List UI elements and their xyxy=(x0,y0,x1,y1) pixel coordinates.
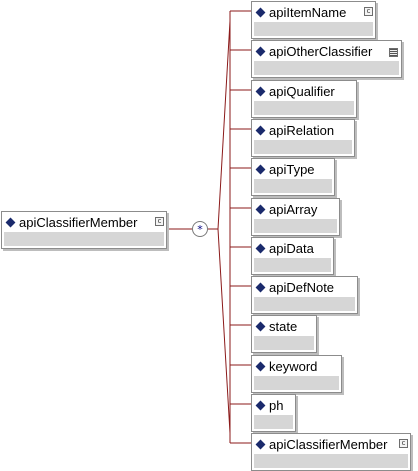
compositor-symbol: * xyxy=(197,222,203,236)
element-diamond-icon xyxy=(255,243,266,253)
child-element-label: apiDefNote xyxy=(269,279,335,295)
child-element-label: apiOtherClassifier xyxy=(269,43,373,59)
child-element-label: ph xyxy=(269,397,284,413)
child-element-box[interactable]: apiDefNote xyxy=(251,276,358,314)
child-element-label: apiArray xyxy=(269,201,318,217)
element-diamond-icon xyxy=(255,86,266,96)
schema-diagram: apiClassifierMember c * apiItemName c apiO… xyxy=(1,1,411,471)
list-type-icon xyxy=(389,48,398,57)
element-diamond-icon xyxy=(255,164,266,174)
element-diamond-icon xyxy=(255,204,266,214)
child-element-label: apiType xyxy=(269,161,315,177)
child-element-label: apiItemName xyxy=(269,4,347,20)
child-element-box[interactable]: apiData xyxy=(251,237,334,275)
child-element-box[interactable]: ph xyxy=(251,394,296,432)
root-element-box[interactable]: apiClassifierMember c xyxy=(1,211,167,249)
child-element-box[interactable]: apiQualifier xyxy=(251,80,357,118)
child-element-box[interactable]: apiItemName c xyxy=(251,1,376,39)
child-element-box[interactable]: apiRelation xyxy=(251,119,355,157)
child-element-box[interactable]: apiOtherClassifier xyxy=(251,40,402,78)
element-diamond-icon xyxy=(255,321,266,331)
child-element-label: apiRelation xyxy=(269,122,335,138)
child-element-box[interactable]: state xyxy=(251,315,317,353)
child-element-label: keyword xyxy=(269,358,318,374)
connector-lines xyxy=(167,10,251,444)
element-diamond-icon xyxy=(5,217,16,227)
sequence-compositor-icon[interactable]: * xyxy=(192,221,208,237)
element-diamond-icon xyxy=(255,361,266,371)
element-diamond-icon xyxy=(255,439,266,449)
element-diamond-icon xyxy=(255,282,266,292)
child-element-label: apiClassifierMember xyxy=(269,436,388,452)
compositor-branch-line xyxy=(208,20,231,434)
child-element-label: apiData xyxy=(269,240,314,256)
child-element-box[interactable]: apiClassifierMember c xyxy=(251,433,411,471)
element-diamond-icon xyxy=(255,46,266,56)
element-diamond-icon xyxy=(255,400,266,410)
element-diamond-icon xyxy=(255,7,266,17)
expand-icon[interactable]: c xyxy=(364,7,373,16)
expand-icon[interactable]: c xyxy=(155,217,164,226)
child-element-label: state xyxy=(269,318,298,334)
child-element-label: apiQualifier xyxy=(269,83,335,99)
root-element-label: apiClassifierMember xyxy=(19,214,138,230)
child-element-box[interactable]: apiArray xyxy=(251,198,340,236)
child-element-box[interactable]: keyword xyxy=(251,355,342,393)
expand-icon[interactable]: c xyxy=(399,439,408,448)
child-element-box[interactable]: apiType xyxy=(251,158,335,196)
element-diamond-icon xyxy=(255,125,266,135)
